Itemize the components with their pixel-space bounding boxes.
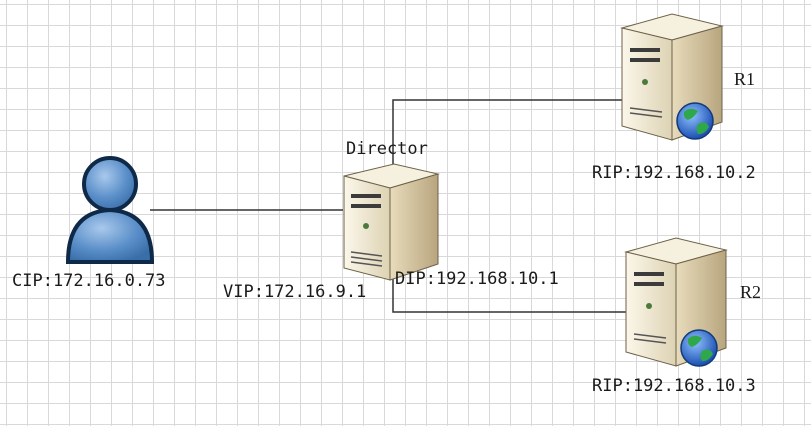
user-icon bbox=[65, 156, 155, 264]
real-server-r1-node bbox=[618, 8, 730, 144]
r1-rip-label: RIP:192.168.10.2 bbox=[592, 163, 756, 183]
r2-rip-label: RIP:192.168.10.3 bbox=[592, 376, 756, 396]
director-vip-label: VIP:172.16.9.1 bbox=[223, 282, 367, 302]
client-node bbox=[60, 150, 160, 268]
r2-name-label: R2 bbox=[740, 282, 762, 302]
r1-name-label: R1 bbox=[734, 69, 756, 89]
director-dip-label: DIP:192.168.10.1 bbox=[395, 269, 559, 289]
director-title: Director bbox=[346, 139, 428, 159]
server-with-globe-icon bbox=[620, 13, 724, 141]
link-director-r1 bbox=[392, 99, 625, 168]
server-icon bbox=[343, 163, 440, 281]
server-with-globe-icon bbox=[624, 237, 728, 367]
client-ip-label: CIP:172.16.0.73 bbox=[12, 271, 166, 291]
director-node bbox=[338, 160, 444, 282]
real-server-r2-node bbox=[622, 232, 734, 372]
